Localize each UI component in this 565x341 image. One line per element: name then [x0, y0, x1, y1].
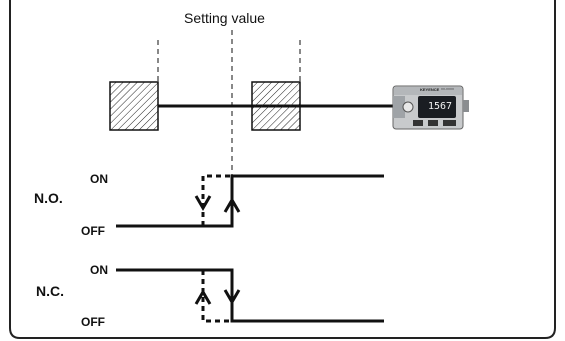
target-block-left: [109, 81, 159, 131]
nc-row-label: N.C.: [36, 283, 64, 299]
no-arrow-down-icon: [194, 195, 212, 211]
nc-on-label: ON: [90, 263, 108, 277]
nc-arrow-up-icon: [194, 289, 212, 305]
outer-frame: [9, 0, 556, 339]
no-off-label: OFF: [81, 224, 105, 238]
setting-value-label: Setting value: [184, 10, 265, 26]
no-row-label: N.O.: [34, 190, 63, 206]
nc-arrow-down-icon: [223, 289, 241, 305]
no-waveform: [116, 174, 384, 228]
target-block-right: [251, 81, 301, 131]
sensor-device: [392, 85, 469, 130]
device-brand: KEYENCE: [420, 87, 440, 92]
nc-off-label: OFF: [81, 315, 105, 329]
no-on-label: ON: [90, 172, 108, 186]
no-arrow-up-icon: [223, 197, 241, 213]
device-model: XX-XXXX: [441, 87, 455, 91]
nc-waveform: [116, 268, 384, 323]
device-indicator-icon: [402, 101, 414, 113]
device-display-value: 1567: [428, 101, 453, 112]
device-screen: [418, 96, 456, 118]
